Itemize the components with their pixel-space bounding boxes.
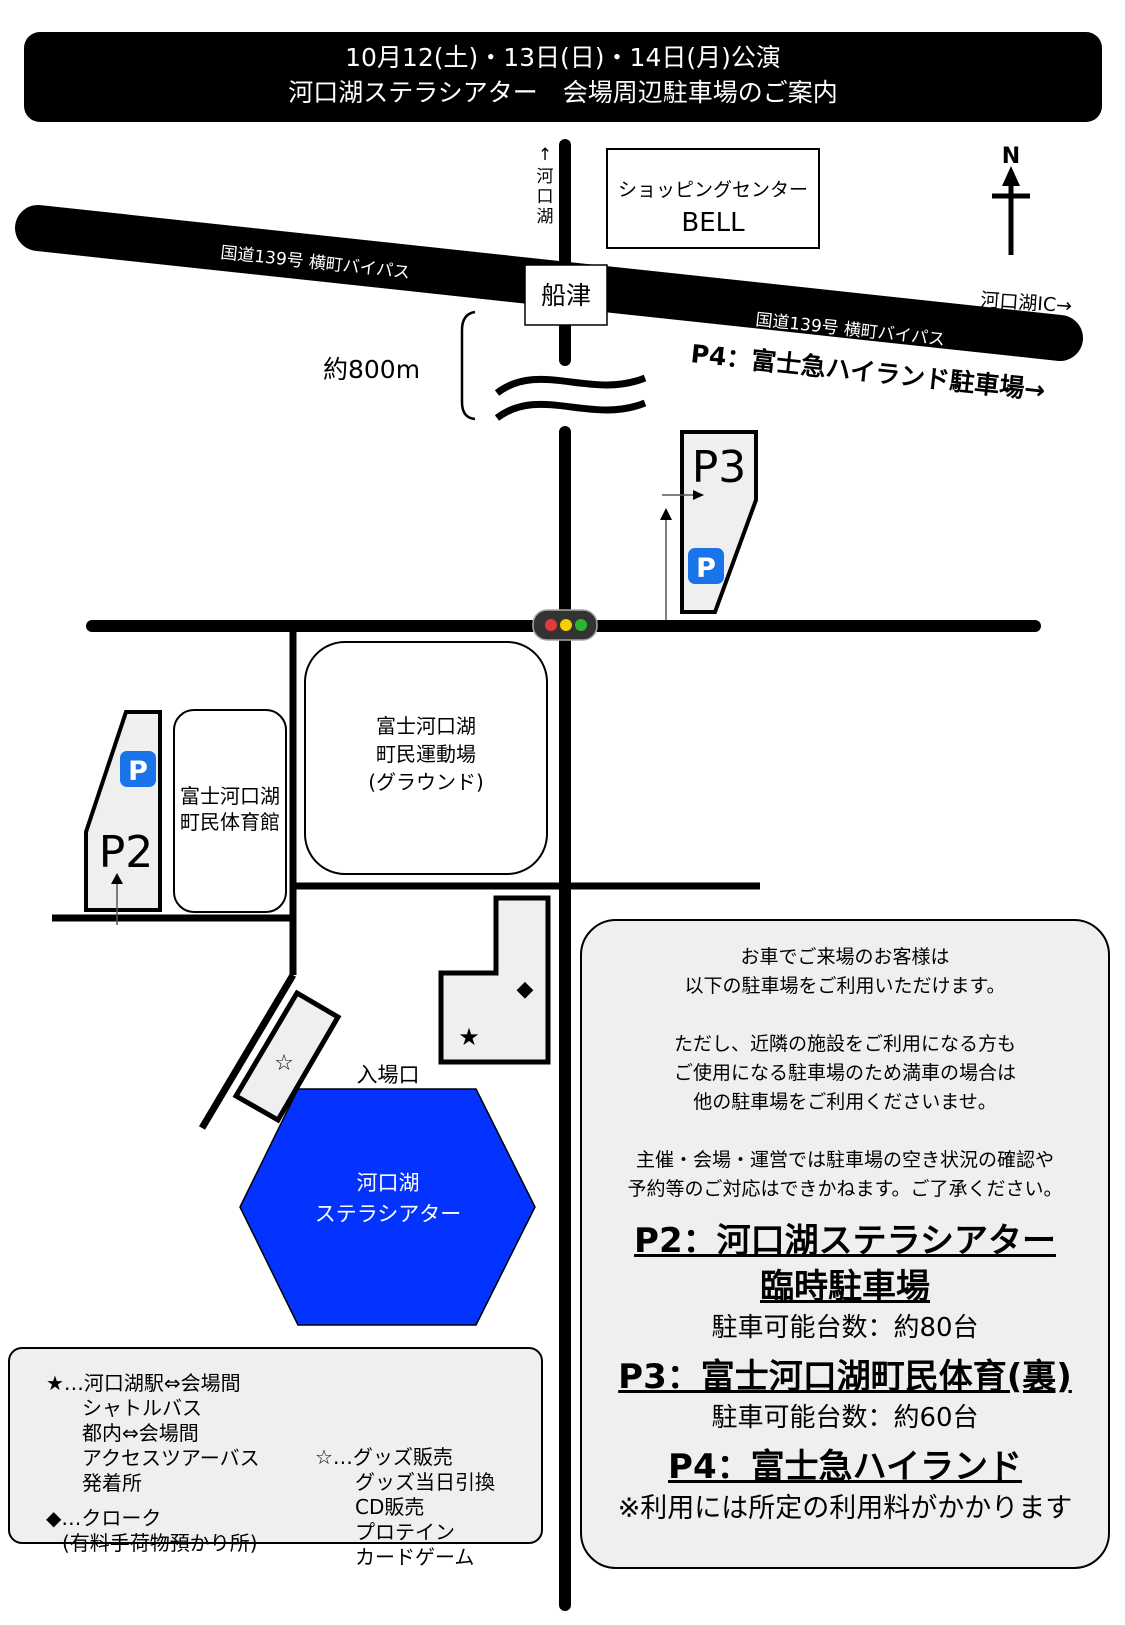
lot-p4-title: P4：富士急ハイランド <box>668 1447 1022 1487</box>
svg-text:↑: ↑ <box>538 145 552 165</box>
north-arrow-icon: N <box>992 144 1030 255</box>
distance-bracket: 約800m <box>323 310 476 421</box>
road-break-symbol <box>494 374 647 421</box>
svg-text:約800m: 約800m <box>323 355 420 384</box>
diamond-marker: ◆ <box>517 977 534 1002</box>
lot-p4-note: ※利用には所定の利用料がかかります <box>617 1493 1073 1524</box>
svg-text:河: 河 <box>537 167 554 187</box>
svg-text:町民体育館: 町民体育館 <box>180 810 280 834</box>
goods-sales-tent: ☆ <box>232 989 342 1124</box>
svg-text:湖: 湖 <box>537 207 554 227</box>
svg-text:口: 口 <box>537 187 554 207</box>
lot-p3-capacity: 駐車可能台数：約60台 <box>711 1403 979 1433</box>
info-notice: ただし、近隣の施設をご利用になる方も <box>673 1033 1016 1055</box>
parking-lot-p2: P2 P <box>84 710 162 925</box>
svg-text:町民運動場: 町民運動場 <box>376 742 476 766</box>
intersection-funatsu: 船津 <box>524 264 608 326</box>
title-line-dates: 10月12(土)・13日(日)・14日(月)公演 <box>345 43 781 72</box>
info-intro: お車でご来場のお客様は <box>740 946 950 968</box>
legend-cloak-title: ◆…クローク <box>46 1506 162 1530</box>
shopping-center-bell: ショッピングセンター BELL <box>606 148 820 249</box>
parking-lot-p3: P3 P <box>660 430 758 620</box>
svg-text:P: P <box>128 756 148 787</box>
svg-text:富士河口湖: 富士河口湖 <box>180 784 280 808</box>
to-kawaguchiko-label: ↑ 河 口 湖 <box>537 145 554 227</box>
svg-text:富士河口湖: 富士河口湖 <box>376 714 476 738</box>
svg-text:P3: P3 <box>692 442 747 493</box>
svg-text:P: P <box>696 553 716 584</box>
lot-p3-title: P3：富士河口湖町民体育(裏) <box>618 1357 1072 1397</box>
filled-star-marker: ★ <box>458 1023 480 1051</box>
map-legend: ★…河口湖駅⇔会場間 シャトルバス 都内⇔会場間 アクセスツアーバス 発着所 ◆… <box>8 1347 543 1569</box>
legend-goods-title: ☆…グッズ販売 <box>315 1445 453 1469</box>
town-ground: 富士河口湖 町民運動場 (グラウンド) <box>304 641 548 875</box>
diagonal-road <box>198 973 297 1130</box>
svg-text:船津: 船津 <box>541 281 591 310</box>
svg-text:(グラウンド): (グラウンド) <box>368 770 484 794</box>
entrance-label: 入場口 <box>357 1063 420 1087</box>
open-star-marker: ☆ <box>274 1051 294 1076</box>
info-disclaimer: 主催・会場・運営では駐車場の空き状況の確認や <box>635 1149 1054 1171</box>
svg-text:ショッピングセンター: ショッピングセンター <box>618 179 808 201</box>
lot-p2-capacity: 駐車可能台数：約80台 <box>711 1313 979 1343</box>
legend-shuttle-title: ★…河口湖駅⇔会場間 <box>46 1371 241 1395</box>
bus-terminal-cloak-building: ★ ◆ <box>438 895 551 1065</box>
title-line-venue: 河口湖ステラシアター 会場周辺駐車場のご案内 <box>288 78 838 107</box>
town-gym: 富士河口湖 町民体育館 <box>173 709 287 913</box>
stellar-theater: 河口湖 ステラシアター <box>239 1088 536 1326</box>
traffic-light-icon <box>532 609 598 641</box>
title-banner: 10月12(土)・13日(日)・14日(月)公演 河口湖ステラシアター 会場周辺… <box>24 32 1102 122</box>
svg-text:BELL: BELL <box>681 208 745 238</box>
parking-icon: P <box>120 751 156 787</box>
lot-p2-title: P2：河口湖ステラシアター <box>634 1221 1056 1261</box>
svg-text:P2: P2 <box>99 827 154 878</box>
svg-text:河口湖: 河口湖 <box>357 1171 420 1195</box>
parking-info-panel: お車でご来場のお客様は 以下の駐車場をご利用いただけます。 ただし、近隣の施設を… <box>580 919 1110 1569</box>
svg-text:ステラシアター: ステラシアター <box>315 1202 462 1226</box>
svg-text:N: N <box>1002 144 1020 169</box>
parking-icon: P <box>688 548 724 584</box>
